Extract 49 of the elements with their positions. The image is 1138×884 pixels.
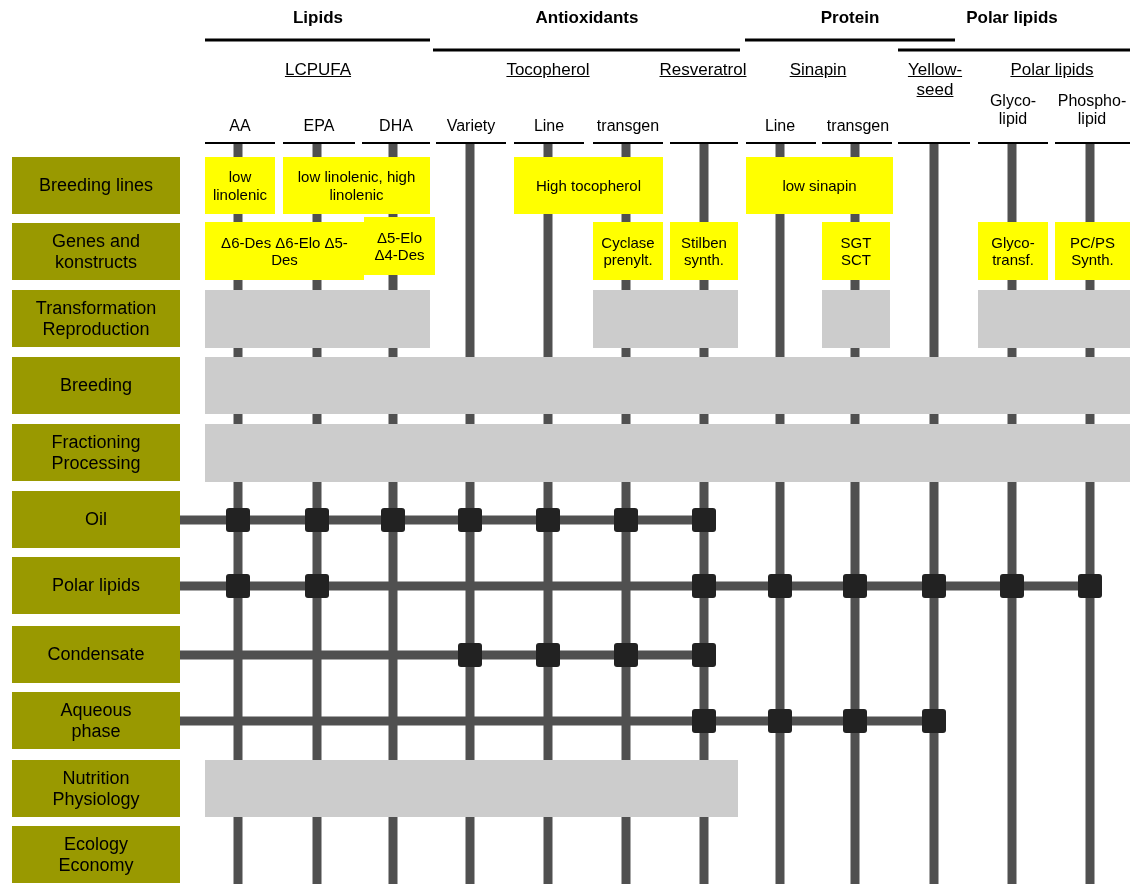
- row-header: Fractioning Processing: [12, 424, 180, 481]
- column-header: Variety: [445, 117, 497, 136]
- highlight-box: Stilben synth.: [670, 222, 738, 280]
- shaded-band: [205, 424, 1130, 482]
- category-header: Polar lipids: [965, 8, 1059, 28]
- group-header: Sinapin: [788, 60, 848, 80]
- shaded-band: [593, 290, 738, 348]
- group-header: Polar lipids: [1009, 60, 1095, 80]
- column-header: Line: [532, 117, 566, 136]
- highlight-box: Glyco- transf.: [978, 222, 1048, 280]
- highlight-box: High tocopherol: [514, 157, 663, 214]
- column-header: Glyco- lipid: [988, 92, 1038, 129]
- highlight-box: low sinapin: [746, 157, 893, 214]
- row-header: Genes and konstructs: [12, 223, 180, 280]
- group-header: LCPUFA: [283, 60, 353, 80]
- category-header: Antioxidants: [534, 8, 640, 28]
- highlight-box: Δ6-Des Δ6-Elo Δ5-Des: [205, 222, 364, 280]
- row-header: Polar lipids: [12, 557, 180, 614]
- column-header: transgen: [825, 117, 891, 136]
- shaded-band: [978, 290, 1130, 348]
- group-header: Resveratrol: [658, 60, 748, 80]
- category-header: Lipids: [291, 8, 345, 28]
- row-header: Aqueous phase: [12, 692, 180, 749]
- column-header: DHA: [378, 117, 414, 136]
- highlight-box: low linolenic: [205, 157, 275, 214]
- row-header: Transformation Reproduction: [12, 290, 180, 347]
- row-header: Condensate: [12, 626, 180, 683]
- row-header: Breeding: [12, 357, 180, 414]
- column-header: Line: [763, 117, 797, 136]
- highlight-box: SGT SCT: [822, 222, 890, 280]
- highlight-box: Δ5-Elo Δ4-Des: [364, 217, 435, 275]
- category-header: Protein: [819, 8, 881, 28]
- row-header: Breeding lines: [12, 157, 180, 214]
- shaded-band: [205, 357, 1130, 414]
- group-header: Tocopherol: [505, 60, 591, 80]
- highlight-box: PC/PS Synth.: [1055, 222, 1130, 280]
- column-header: AA: [228, 117, 252, 136]
- row-header: Nutrition Physiology: [12, 760, 180, 817]
- row-header: Ecology Economy: [12, 826, 180, 883]
- row-header: Oil: [12, 491, 180, 548]
- column-header: EPA: [302, 117, 336, 136]
- shaded-band: [822, 290, 890, 348]
- shaded-band: [205, 760, 738, 817]
- column-header: transgen: [595, 117, 661, 136]
- highlight-box: Cyclase prenylt.: [593, 222, 663, 280]
- group-header: Yellow- seed: [906, 60, 964, 100]
- shaded-band: [205, 290, 430, 348]
- column-header: Phospho- lipid: [1057, 92, 1127, 129]
- highlight-box: low linolenic, high linolenic: [283, 157, 430, 214]
